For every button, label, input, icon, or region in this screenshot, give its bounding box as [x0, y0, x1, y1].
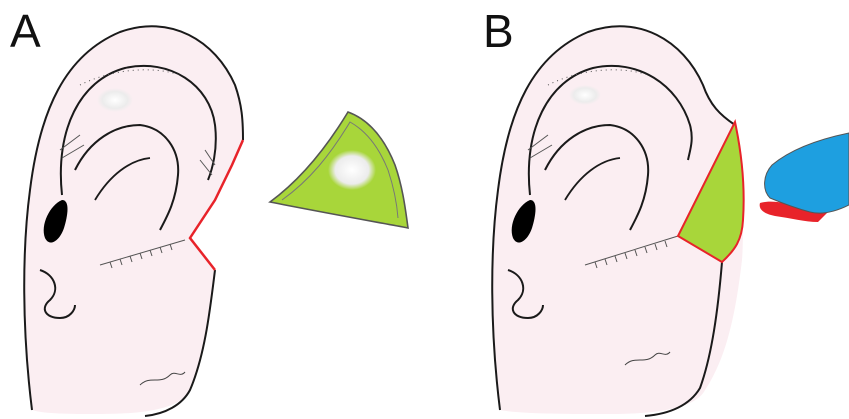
ear-a — [24, 26, 243, 416]
graft-a-highlight — [328, 150, 376, 190]
ear-b-highlight — [569, 85, 601, 105]
ear-b — [492, 26, 743, 416]
graft-piece-a — [270, 112, 408, 228]
flap-b — [760, 133, 849, 222]
ear-a-highlight — [97, 88, 133, 112]
flap-b-blue-shape — [765, 133, 849, 213]
